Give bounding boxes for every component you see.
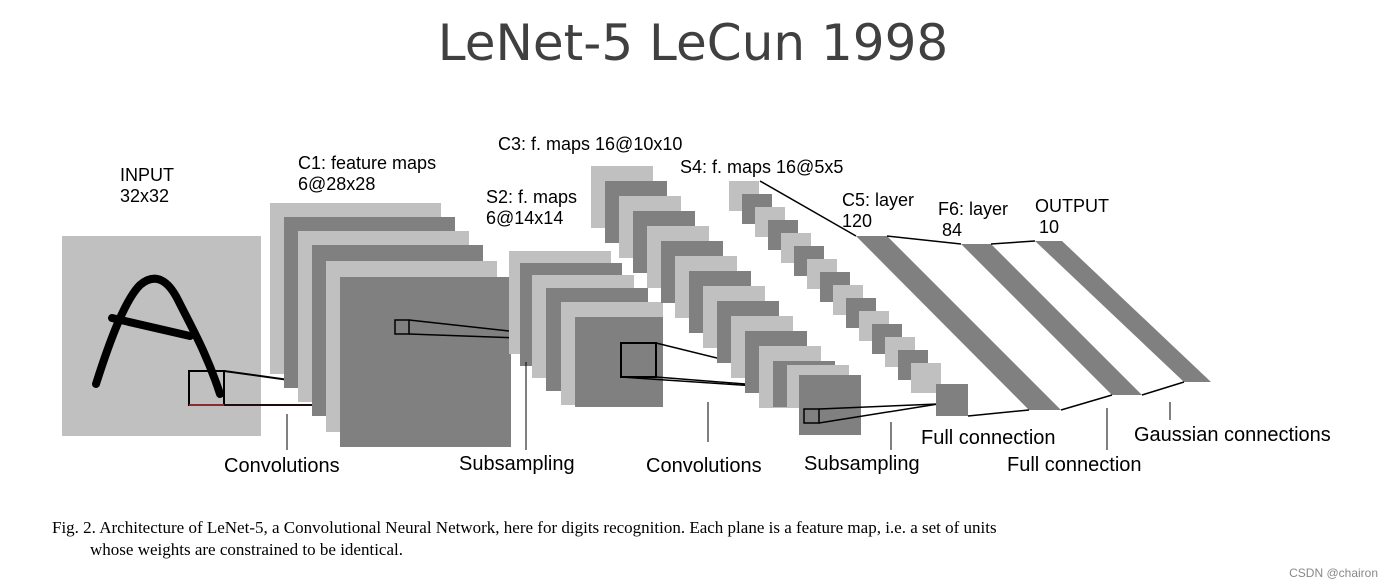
- c5-size: 120: [842, 211, 873, 231]
- f6-layer-band: [961, 244, 1142, 395]
- output-name: OUTPUT: [1035, 196, 1109, 216]
- input-digit-a-crossbar: [108, 314, 194, 340]
- c1-label: C1: feature maps 6@28x28: [298, 153, 436, 195]
- c3-label: C3: f. maps 16@10x10: [498, 134, 683, 154]
- s2-receptive-field: [620, 342, 657, 378]
- input-plane: [62, 236, 261, 436]
- watermark: CSDN @chairon: [1289, 566, 1378, 580]
- c5-layer-band: [856, 236, 1061, 410]
- op-convolutions-1: Convolutions: [224, 455, 340, 477]
- caption-line-1: Fig. 2. Architecture of LeNet-5, a Convo…: [52, 518, 997, 537]
- f6-label: F6: layer 84: [938, 199, 1008, 241]
- input-size: 32x32: [120, 186, 170, 206]
- c1-name: C1: feature maps: [298, 153, 437, 173]
- op-subsampling-2: Subsampling: [804, 453, 920, 475]
- s2-name: S2: f. maps: [486, 187, 578, 207]
- op-gaussian-connections: Gaussian connections: [1134, 424, 1331, 446]
- input-name: INPUT: [120, 165, 174, 185]
- c3-receptive-field: [803, 408, 820, 424]
- op-full-connection-2: Full connection: [1007, 454, 1142, 476]
- c1-receptive-field: [394, 319, 410, 335]
- op-full-connection-1: Full connection: [921, 427, 1056, 449]
- op-subsampling-1: Subsampling: [459, 453, 575, 475]
- s4-label: S4: f. maps 16@5x5: [680, 157, 844, 177]
- input-digit-a-stroke: [92, 274, 224, 398]
- caption-line-2: whose weights are constrained to be iden…: [90, 540, 403, 559]
- f6-size: 84: [942, 220, 963, 240]
- s2-feature-map-stack: [509, 251, 663, 407]
- s4-feature-map-stack: [729, 181, 968, 416]
- figure-caption: Fig. 2. Architecture of LeNet-5, a Convo…: [52, 517, 1372, 561]
- input-label: INPUT 32x32: [120, 165, 174, 207]
- s2-label: S2: f. maps 6@14x14: [486, 187, 577, 229]
- output-label: OUTPUT 10: [1035, 196, 1109, 238]
- op-convolutions-2: Convolutions: [646, 455, 762, 477]
- c1-size: 6@28x28: [298, 174, 376, 194]
- s2-size: 6@14x14: [486, 208, 564, 228]
- page-title: LeNet-5 LeCun 1998: [437, 14, 949, 72]
- c1-feature-map-stack: [270, 203, 511, 447]
- output-size: 10: [1039, 217, 1060, 237]
- output-layer-band: [1035, 241, 1211, 382]
- c5-label: C5: layer 120: [842, 190, 914, 232]
- c3-feature-map-stack: [591, 166, 861, 435]
- c5-name: C5: layer: [842, 190, 915, 210]
- f6-name: F6: layer: [938, 199, 1009, 219]
